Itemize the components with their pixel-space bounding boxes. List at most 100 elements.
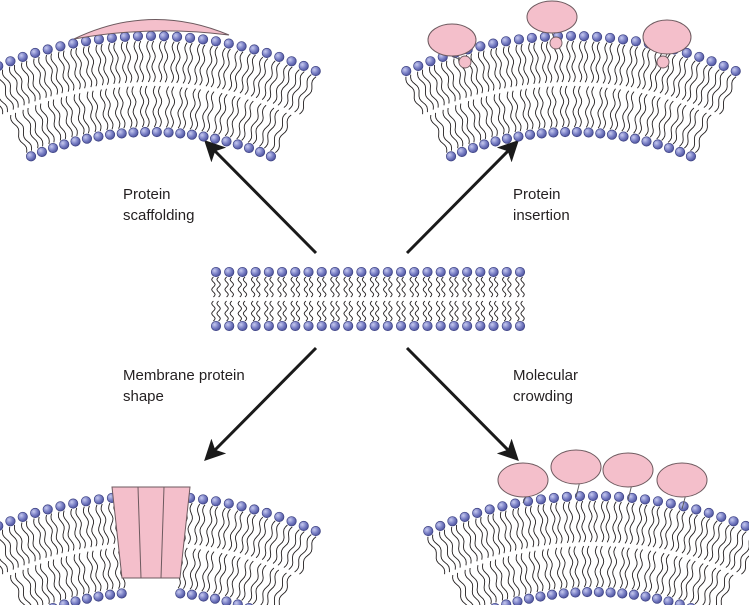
lipid-head bbox=[640, 494, 651, 505]
lipid-tail bbox=[633, 92, 643, 134]
lipid-tail bbox=[432, 534, 450, 573]
lipid-tail bbox=[542, 503, 551, 545]
inserted-amphipathic-helix bbox=[549, 36, 563, 50]
lipid-head bbox=[17, 511, 28, 522]
lipid-tail bbox=[480, 300, 486, 322]
lipid-tail bbox=[551, 86, 558, 128]
lipid-tail bbox=[520, 276, 525, 298]
lipid-tail bbox=[597, 87, 603, 129]
lipid-tail bbox=[242, 276, 248, 298]
lipid-tail bbox=[0, 565, 4, 575]
lipid-tail bbox=[78, 553, 90, 594]
lipid-tail bbox=[455, 524, 472, 564]
lipid-head bbox=[286, 516, 297, 527]
lipid-tail bbox=[435, 300, 441, 322]
lipid-tail bbox=[216, 276, 221, 298]
lipid-tail bbox=[652, 506, 661, 548]
lipid-tail bbox=[108, 502, 116, 545]
lipid-tail bbox=[482, 563, 497, 603]
lipid-head bbox=[703, 507, 714, 519]
lipid-tail bbox=[533, 550, 544, 592]
lipid-tail bbox=[229, 300, 234, 322]
lipid-tail bbox=[224, 95, 236, 137]
lipid-tail bbox=[672, 104, 687, 145]
lipid-head bbox=[210, 36, 222, 47]
lipid-tail bbox=[433, 64, 450, 104]
lipid-tail bbox=[88, 505, 98, 547]
lipid-head bbox=[151, 127, 162, 138]
lipid-tail bbox=[82, 46, 93, 88]
lipid-tail bbox=[427, 300, 433, 322]
lipid-tail bbox=[217, 47, 226, 89]
lipid-tail bbox=[546, 41, 553, 83]
lipid-tail bbox=[581, 545, 587, 588]
lipid-head bbox=[250, 320, 261, 332]
lipid-tail bbox=[40, 563, 55, 603]
lipid-tail bbox=[250, 56, 264, 97]
lipid-tail bbox=[241, 560, 254, 601]
lipid-head bbox=[459, 511, 470, 522]
lipid-tail bbox=[13, 64, 30, 104]
lipid-tail bbox=[50, 53, 63, 94]
lipid-tail bbox=[441, 300, 446, 322]
lipid-head bbox=[382, 266, 393, 278]
lipid-head bbox=[447, 516, 458, 527]
lipid-tail bbox=[217, 507, 226, 549]
lipid-tail bbox=[273, 572, 287, 605]
lipid-tail bbox=[637, 47, 646, 89]
lipid-head bbox=[571, 127, 582, 138]
lipid-tail bbox=[229, 557, 241, 598]
lipid-head bbox=[210, 133, 221, 144]
lipid-tail bbox=[224, 300, 229, 322]
lipid-tail bbox=[330, 300, 335, 322]
lipid-tail bbox=[590, 86, 596, 128]
lipid-tail bbox=[113, 87, 121, 129]
lipid-tail bbox=[605, 501, 611, 543]
lipid-tail bbox=[146, 40, 151, 83]
label-protein-scaffolding: Protein scaffolding bbox=[123, 184, 194, 226]
lipid-tail bbox=[14, 572, 32, 605]
lipid-tail bbox=[224, 276, 229, 298]
lipid-tail bbox=[559, 85, 565, 128]
lipid-tail bbox=[213, 552, 223, 594]
lipid-head bbox=[70, 136, 81, 147]
lipid-tail bbox=[47, 101, 62, 141]
lipid-tail bbox=[435, 276, 441, 298]
lipid-tail bbox=[490, 48, 501, 90]
lipid-head bbox=[593, 587, 604, 598]
lipid-head bbox=[68, 498, 79, 509]
lipid-tail bbox=[47, 561, 62, 601]
lipid-tail bbox=[660, 554, 670, 595]
lipid-tail bbox=[144, 85, 150, 128]
lipid-head bbox=[488, 266, 499, 278]
lipid-tail bbox=[283, 529, 300, 568]
lipid-tail bbox=[681, 513, 693, 554]
lipid-head bbox=[68, 38, 79, 49]
lipid-tail bbox=[139, 85, 145, 128]
lipid-tail bbox=[467, 101, 482, 141]
lipid-head bbox=[116, 588, 127, 599]
lipid-tail bbox=[575, 501, 581, 543]
lipid-head bbox=[159, 31, 170, 42]
lipid-tail bbox=[187, 502, 193, 545]
lipid-tail bbox=[295, 276, 301, 298]
lipid-head bbox=[30, 507, 41, 519]
lipid-tail bbox=[502, 46, 513, 88]
lipid-tail bbox=[120, 41, 128, 84]
lipid-head bbox=[30, 47, 41, 59]
lipid-tail bbox=[643, 550, 652, 592]
lipid-tail bbox=[427, 276, 433, 298]
lipid-tail bbox=[607, 546, 612, 588]
lipid-tail bbox=[519, 89, 529, 131]
lipid-tail bbox=[272, 64, 288, 104]
lipid-tail bbox=[45, 514, 58, 555]
lipid-tail bbox=[165, 86, 170, 128]
lipid-head bbox=[513, 34, 524, 45]
lipid-tail bbox=[278, 574, 292, 605]
lipid-tail bbox=[158, 40, 163, 83]
lipid-tail bbox=[644, 95, 656, 137]
lipid-tail bbox=[157, 85, 163, 128]
lipid-head bbox=[224, 320, 235, 332]
lipid-tail bbox=[664, 54, 676, 95]
lipid-tail bbox=[449, 300, 454, 322]
